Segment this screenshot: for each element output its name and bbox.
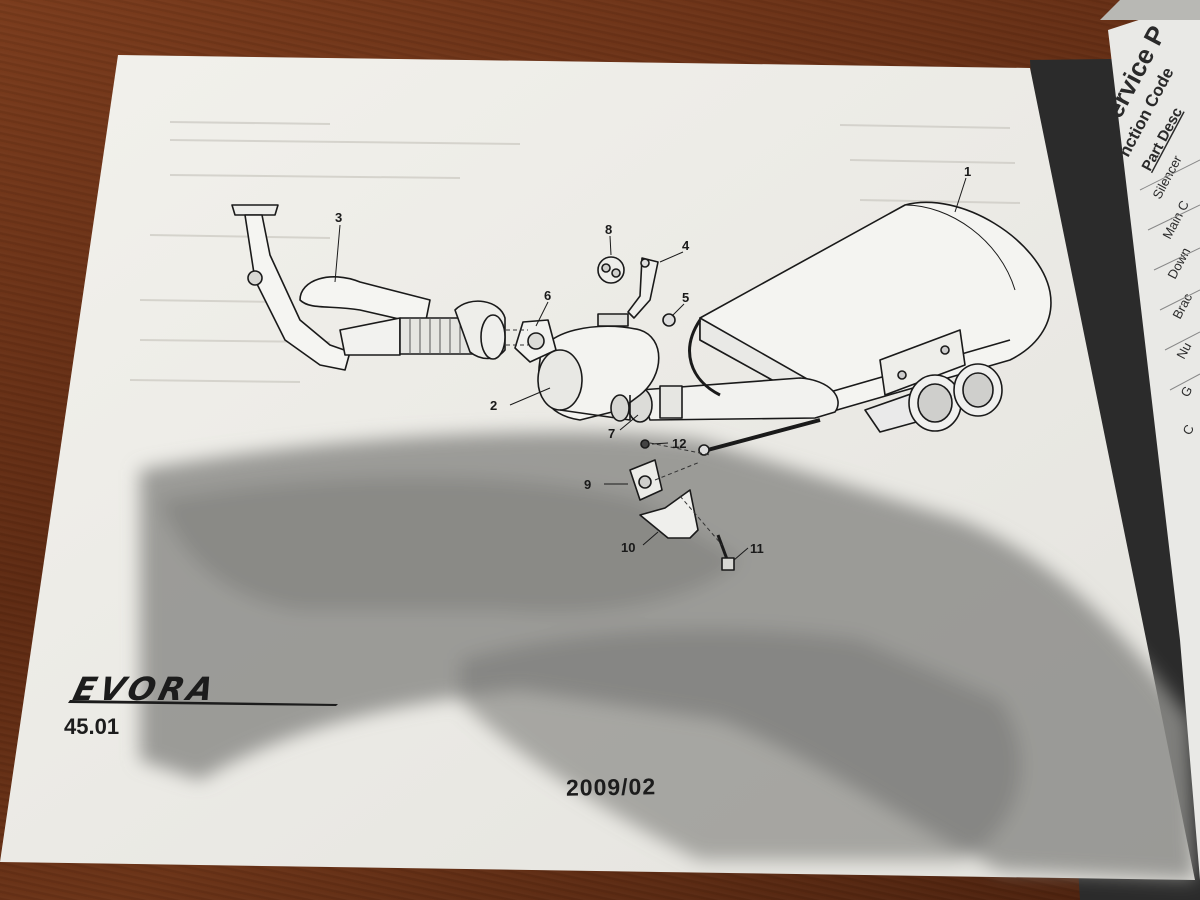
callout-12: 12 bbox=[672, 436, 686, 451]
hanger-bracket-part bbox=[627, 257, 659, 319]
catalyst-part bbox=[537, 313, 660, 422]
callout-7: 7 bbox=[608, 426, 615, 441]
assembly-lines bbox=[506, 329, 723, 546]
callout-3: 3 bbox=[335, 210, 342, 225]
hand-shadow bbox=[140, 431, 1195, 880]
bolt-part bbox=[716, 534, 735, 571]
nut-part bbox=[662, 313, 676, 327]
small-nut-part bbox=[640, 439, 650, 449]
callout-11: 11 bbox=[750, 541, 764, 556]
mount-block-part bbox=[629, 459, 663, 501]
bleed-through-text bbox=[129, 121, 1021, 383]
callout-1: 1 bbox=[964, 164, 971, 179]
logo-wordmark: EVORA bbox=[70, 670, 222, 707]
exhaust-diagram bbox=[231, 201, 1052, 571]
callout-8: 8 bbox=[605, 222, 612, 237]
callout-6: 6 bbox=[544, 288, 551, 303]
evora-logo: EVORA bbox=[68, 670, 338, 708]
side-row: Nu bbox=[1173, 340, 1194, 362]
intermediate-pipe-part bbox=[627, 319, 839, 456]
leader-lines bbox=[334, 177, 967, 561]
callout-2: 2 bbox=[490, 398, 497, 413]
page-date: 2009/02 bbox=[565, 773, 657, 801]
callout-5: 5 bbox=[682, 290, 689, 305]
rubber-mount-part bbox=[597, 256, 625, 284]
downpipe-part bbox=[231, 204, 506, 371]
callout-10: 10 bbox=[621, 540, 635, 555]
callout-4: 4 bbox=[682, 238, 690, 253]
callout-9: 9 bbox=[584, 477, 591, 492]
page-code: 45.01 bbox=[64, 714, 120, 739]
l-bracket-part bbox=[639, 489, 699, 539]
